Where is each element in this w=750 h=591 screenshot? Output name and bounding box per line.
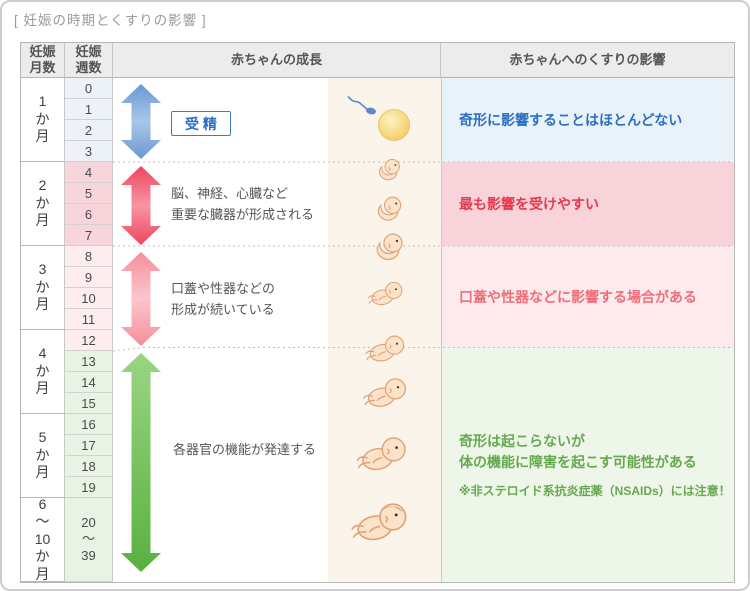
effect-text-month2: 最も影響を受けやすい: [459, 196, 599, 212]
header-week: 妊娠 週数: [65, 43, 113, 78]
week-cell-13: 13: [65, 351, 113, 372]
week-cell-17: 17: [65, 435, 113, 456]
week-cell-20-39: 20～39: [65, 498, 113, 582]
week-cell-10: 10: [65, 288, 113, 309]
week-cell-14: 14: [65, 372, 113, 393]
week-cell-9: 9: [65, 267, 113, 288]
week-cell-7: 7: [65, 225, 113, 246]
week-cell-2: 2: [65, 120, 113, 141]
week-cell-15: 15: [65, 393, 113, 414]
week-cell-19: 19: [65, 477, 113, 498]
growth-stage3-text: 口蓋や性器などの 形成が続いている: [171, 281, 276, 317]
effect-row-month3: 口蓋や性器などに影響する場合がある: [441, 246, 734, 348]
week-cell-4: 4: [65, 162, 113, 183]
chart-table: 妊娠 月数 妊娠 週数 赤ちゃんの成長 赤ちゃんへのくすりの影響 奇形に影響する…: [20, 42, 735, 583]
nsaids-warning-note: ※非ステロイド系抗炎症薬（NSAIDs）には注意！: [459, 484, 731, 498]
week-cell-11: 11: [65, 309, 113, 330]
fertilization-box: 受 精: [171, 111, 231, 136]
week-cell-5: 5: [65, 183, 113, 204]
effect-text-month1: 奇形に影響することはほとんどない: [459, 112, 683, 128]
week-cell-16: 16: [65, 414, 113, 435]
effect-row-months4-10: 奇形は起こらないが 体の機能に障害を起こす可能性がある ※非ステロイド系抗炎症薬…: [441, 348, 734, 582]
week-cell-3: 3: [65, 141, 113, 162]
week-cell-1: 1: [65, 99, 113, 120]
week-cell-6: 6: [65, 204, 113, 225]
fertilization-label: 受 精: [185, 115, 217, 132]
effect-row-month2: 最も影響を受けやすい: [441, 162, 734, 246]
chart-title: [ 妊娠の時期とくすりの影響 ]: [14, 13, 207, 28]
header-month: 妊娠 月数: [21, 43, 65, 78]
growth-stage4-text: 各器官の機能が発達する: [173, 442, 317, 457]
effect-row-month1: 奇形に影響することはほとんどない: [441, 78, 734, 162]
week-cell-0: 0: [65, 78, 113, 99]
header-effects: 赤ちゃんへのくすりの影響: [441, 43, 734, 78]
effect-text-months4-10: 奇形は起こらないが 体の機能に障害を起こす可能性がある: [459, 433, 697, 470]
illustration-strip: [328, 78, 441, 582]
growth-stage2-text: 脳、神経、心臓など 重要な臓器が形成される: [171, 186, 315, 222]
week-cell-8: 8: [65, 246, 113, 267]
effect-text-month3: 口蓋や性器などに影響する場合がある: [459, 289, 697, 305]
week-cell-18: 18: [65, 456, 113, 477]
week-cell-12: 12: [65, 330, 113, 351]
week-range-label: 20～39: [81, 515, 96, 563]
header-growth: 赤ちゃんの成長: [113, 43, 441, 78]
